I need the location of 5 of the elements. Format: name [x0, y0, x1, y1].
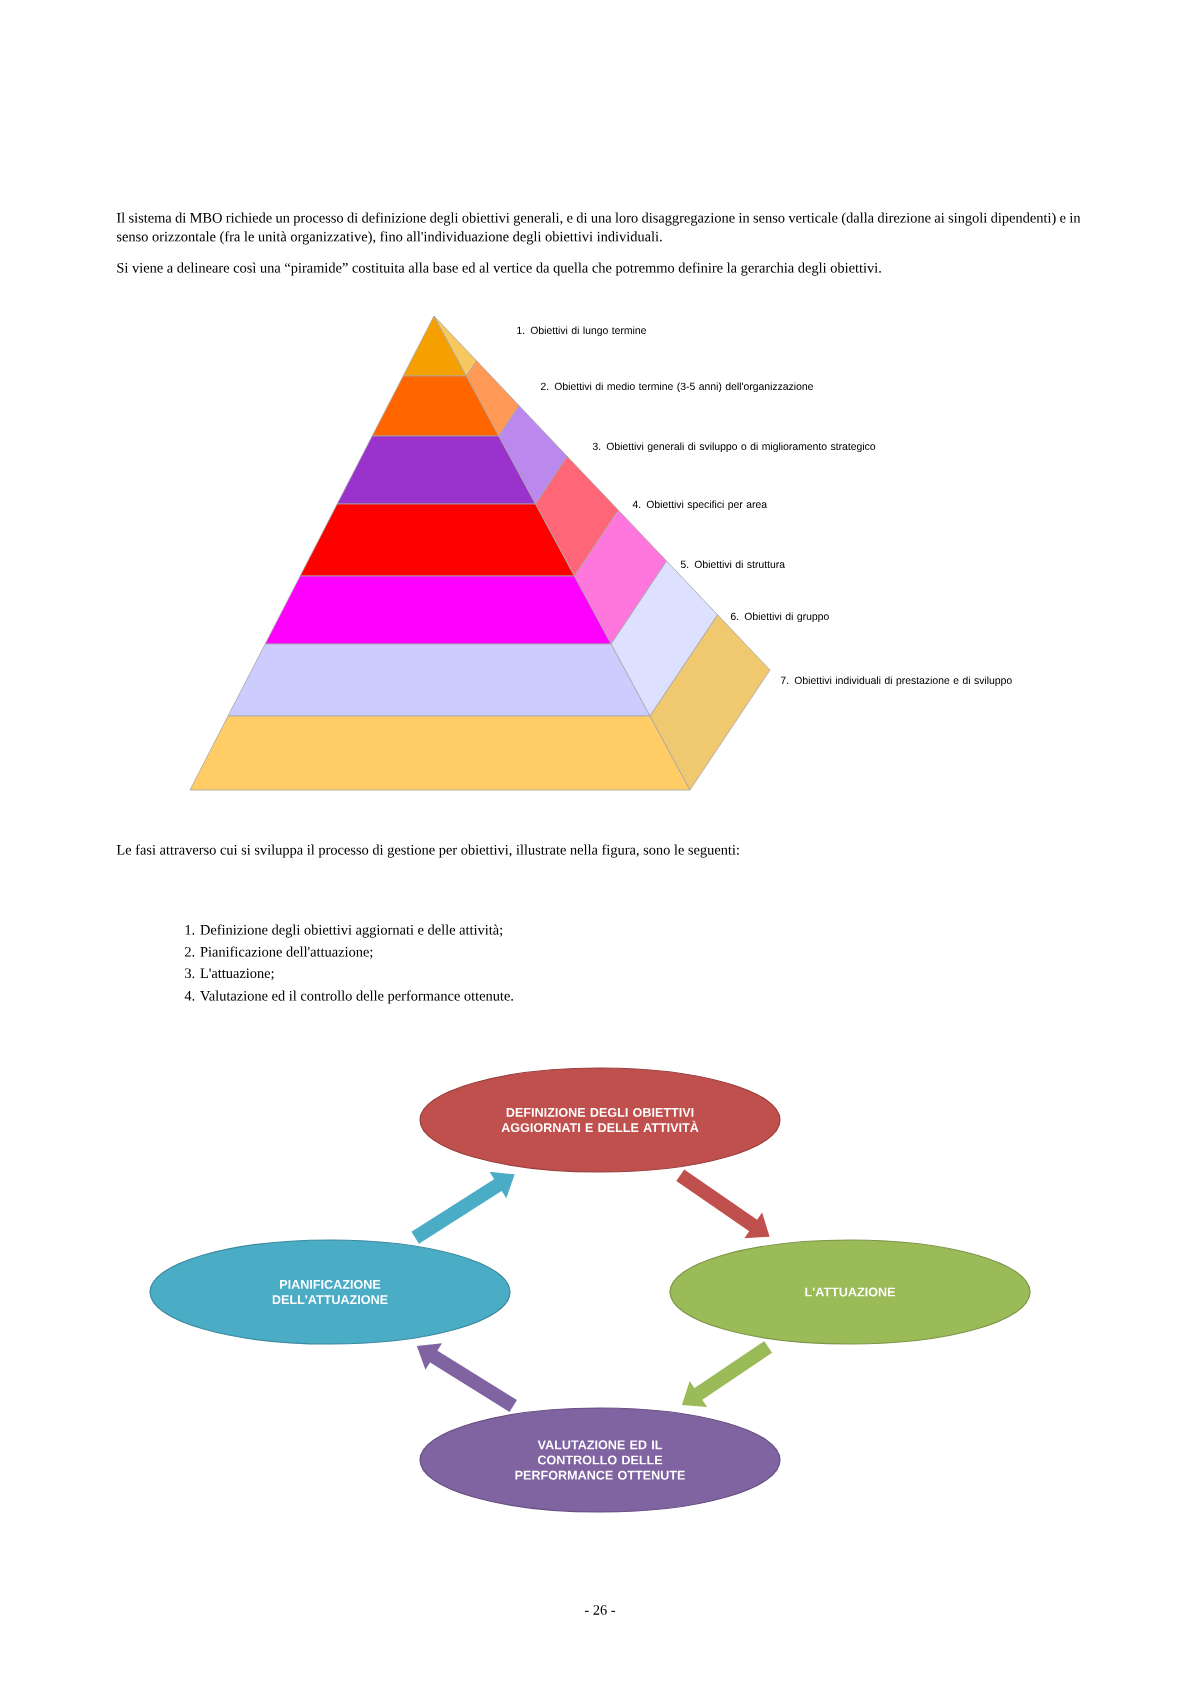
pyramid-layer: [336, 405, 568, 505]
pyramid-layer: [299, 456, 619, 577]
pyramid-layer: [402, 315, 477, 377]
pyramid-layer: [264, 509, 667, 645]
pyramid-layer: [371, 360, 520, 437]
